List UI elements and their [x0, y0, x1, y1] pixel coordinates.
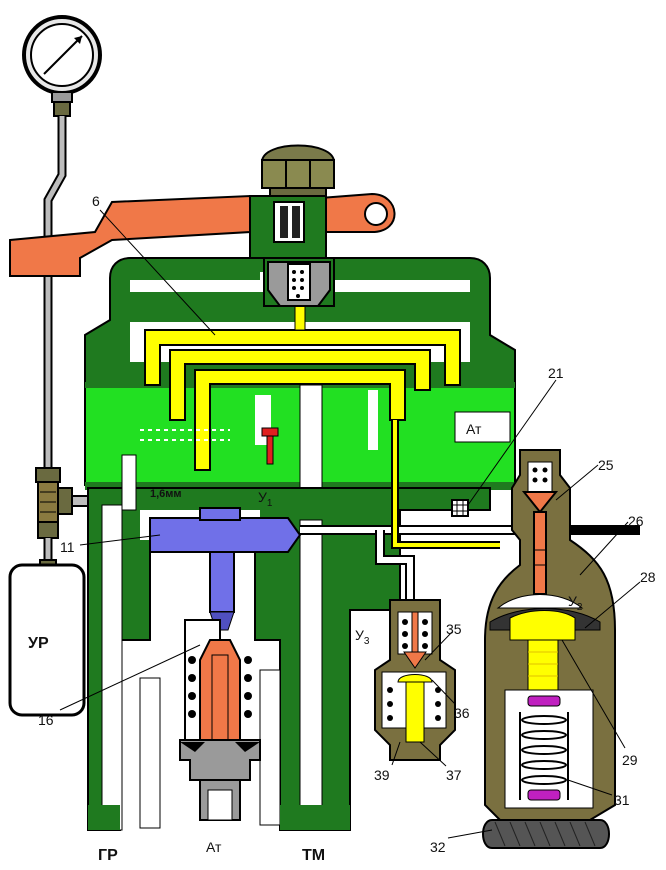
- check-valve-small: [261, 427, 279, 465]
- callout-29: 29: [622, 752, 638, 768]
- callout-37: 37: [446, 767, 462, 783]
- callout-32: 32: [430, 839, 446, 855]
- u3-label: У3: [355, 627, 370, 647]
- handle-lever: [9, 194, 251, 277]
- callout-28: 28: [640, 569, 656, 585]
- leader-lines: [59, 209, 641, 839]
- at-top-label: Ат: [466, 421, 482, 437]
- callout-36: 36: [454, 705, 470, 721]
- top-nut: [260, 144, 336, 201]
- callout-6: 6: [92, 193, 100, 209]
- callout-16: 16: [38, 712, 54, 728]
- valve-housing-right: [484, 449, 616, 821]
- dimension-label: 1,6мм: [150, 488, 182, 500]
- ur-reservoir: [8, 563, 86, 717]
- callout-26: 26: [628, 513, 644, 529]
- channel-6: [144, 299, 461, 471]
- tm-port-label: ТМ: [302, 847, 325, 864]
- at-bottom-label: Ат: [206, 839, 222, 855]
- callout-21: 21: [548, 365, 564, 381]
- gr-port-label: ГР: [98, 847, 118, 864]
- u1-label: У1: [258, 489, 273, 509]
- u2-label: У2: [568, 593, 583, 613]
- solenoid-plug: [263, 257, 335, 307]
- valve-u3: [374, 599, 456, 761]
- callout-25: 25: [598, 457, 614, 473]
- callout-31: 31: [614, 792, 630, 808]
- piston-11: [149, 507, 302, 631]
- filter-mesh-icon: [451, 499, 469, 517]
- callout-39: 39: [374, 767, 390, 783]
- pressure-gauge-icon: [22, 15, 102, 117]
- ur-label: УР: [28, 635, 49, 652]
- callout-11: 11: [60, 539, 75, 555]
- callout-35: 35: [446, 621, 462, 637]
- valve-16: [179, 619, 261, 821]
